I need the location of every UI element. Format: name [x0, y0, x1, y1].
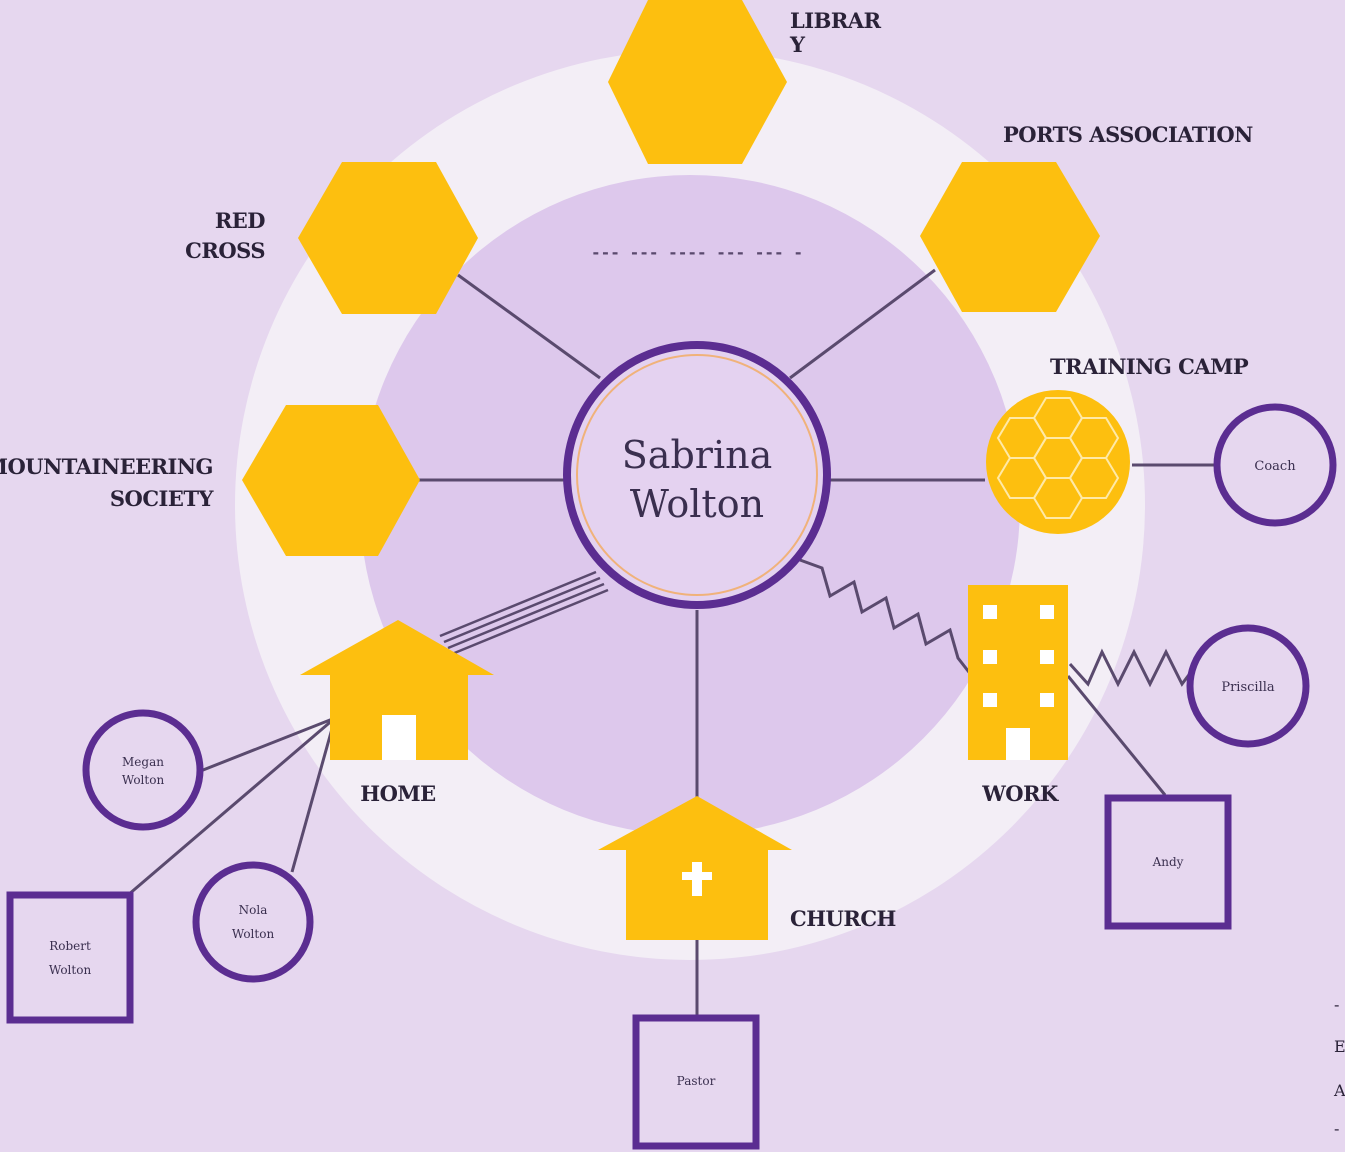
work-building-icon: [968, 585, 1068, 760]
mountaineering-label-line1: MOUNTAINEERING: [0, 454, 213, 479]
megan-label-line2: Wolton: [122, 773, 165, 787]
training-camp-label: TRAINING CAMP: [1050, 354, 1249, 379]
megan-label-line1: Megan: [122, 755, 164, 769]
sports-association-label: PORTS ASSOCIATION: [1003, 122, 1253, 147]
red-cross-label-line2: CROSS: [185, 238, 265, 263]
nola-label-line1: Nola: [239, 903, 268, 917]
line-megan: [197, 716, 336, 774]
pastor-node: [632, 1014, 760, 1150]
home-label: HOME: [360, 781, 435, 806]
megan-node: [82, 709, 204, 831]
pastor-label: Pastor: [677, 1074, 716, 1088]
center-person-inner-ring: [576, 354, 818, 596]
home-icon: [300, 620, 494, 760]
center-name-first: Sabrina: [622, 433, 772, 477]
coach-node: [1213, 403, 1337, 527]
library-hexagon: [608, 0, 787, 164]
robert-node: [6, 891, 134, 1024]
legend-line-3: A: [1333, 1081, 1345, 1100]
nola-label-line2: Wolton: [232, 927, 275, 941]
legend-fragment: - E A -: [1333, 995, 1345, 1138]
andy-node: [1104, 794, 1232, 930]
sports-association-hexagon: [920, 162, 1100, 312]
line-red-cross: [457, 273, 601, 380]
line-sports: [789, 268, 936, 380]
training-camp-icon: [986, 390, 1130, 534]
legend-line-4: -: [1334, 1119, 1339, 1138]
priscilla-node: [1186, 624, 1310, 748]
robert-label-line1: Robert: [49, 939, 91, 953]
strong-connection-home: [439, 570, 609, 656]
line-nola: [290, 717, 337, 873]
priscilla-label: Priscilla: [1221, 680, 1275, 695]
church-label: CHURCH: [790, 906, 896, 931]
work-label: WORK: [981, 781, 1059, 806]
andy-label: Andy: [1152, 855, 1184, 869]
line-andy: [1066, 675, 1167, 796]
line-robert: [127, 716, 336, 897]
library-label-line1: LIBRAR: [790, 8, 882, 33]
coach-label: Coach: [1254, 459, 1296, 474]
mountaineering-label-line2: SOCIETY: [110, 486, 215, 511]
legend-line-2: E: [1334, 1037, 1345, 1056]
inner-caption: --- --- ---- --- --- -: [591, 243, 803, 262]
center-name-last: Wolton: [630, 482, 764, 526]
connection-lines: [127, 268, 1218, 1018]
mountaineering-hexagon: [242, 405, 420, 556]
red-cross-label-line1: RED: [215, 208, 265, 233]
church-icon: [598, 796, 792, 940]
stress-connection-work: [799, 558, 974, 677]
legend-line-1: -: [1334, 995, 1339, 1014]
red-cross-hexagon: [298, 162, 478, 314]
stress-connection-priscilla: [1068, 648, 1196, 688]
library-label-line2: Y: [789, 32, 806, 57]
center-person-circle: [563, 341, 831, 609]
robert-label-line2: Wolton: [49, 963, 92, 977]
nola-node: [192, 861, 314, 983]
